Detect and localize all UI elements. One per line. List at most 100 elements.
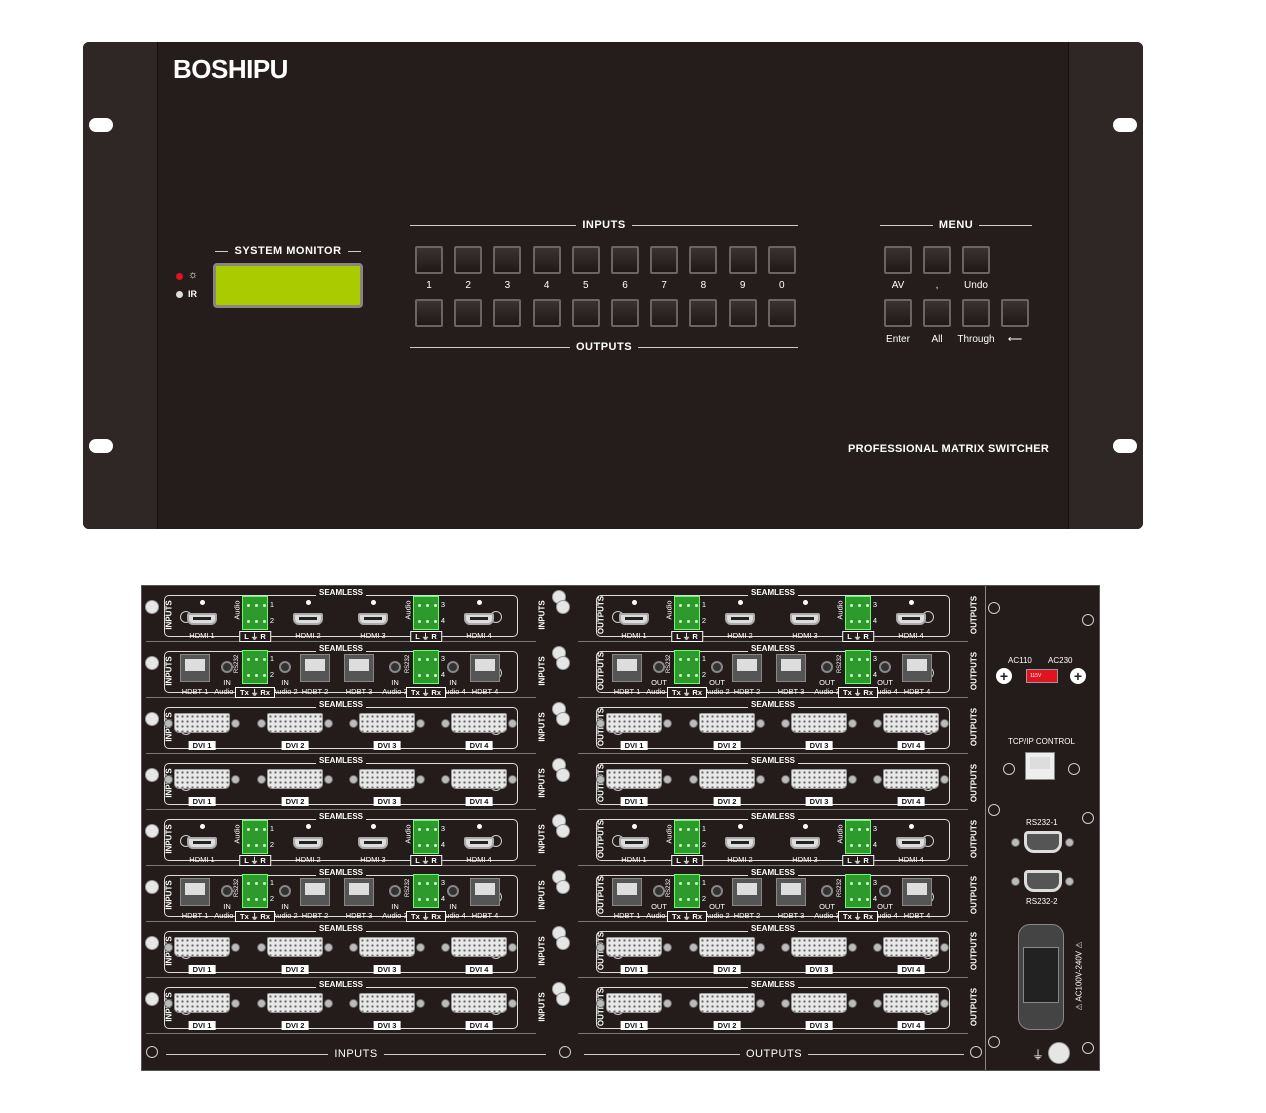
- dvi-port-2[interactable]: [699, 713, 755, 733]
- output-key-6[interactable]: [611, 299, 639, 327]
- dvi-port-1[interactable]: [174, 769, 230, 789]
- dvi-port-2[interactable]: [699, 937, 755, 957]
- audio-jack-1[interactable]: [653, 661, 665, 673]
- input-key-4[interactable]: [532, 246, 561, 274]
- audio-jack-1[interactable]: [653, 885, 665, 897]
- hdbt-port-3[interactable]: [776, 654, 806, 682]
- dvi-port-1[interactable]: [606, 937, 662, 957]
- audio-jack-4[interactable]: [879, 885, 891, 897]
- audio-jack-4[interactable]: [447, 661, 459, 673]
- hdmi-port-1[interactable]: [619, 613, 649, 625]
- input-key-6[interactable]: [611, 246, 639, 274]
- hdbt-port-3[interactable]: [344, 654, 374, 682]
- hdmi-port-4[interactable]: [464, 837, 494, 849]
- hdmi-port-1[interactable]: [187, 837, 217, 849]
- audio-terminal[interactable]: [845, 820, 871, 854]
- hdmi-port-2[interactable]: [293, 837, 323, 849]
- dvi-port-2[interactable]: [267, 993, 323, 1013]
- audio-jack-1[interactable]: [221, 885, 233, 897]
- output-key-4[interactable]: [532, 299, 561, 327]
- hdbt-port-2[interactable]: [300, 878, 330, 906]
- menu-key-av[interactable]: [884, 246, 912, 274]
- hdmi-port-2[interactable]: [725, 837, 755, 849]
- audio-jack-3[interactable]: [821, 885, 833, 897]
- hdmi-port-1[interactable]: [187, 613, 217, 625]
- hdbt-port-3[interactable]: [344, 878, 374, 906]
- dvi-port-4[interactable]: [451, 993, 507, 1013]
- hdbt-port-2[interactable]: [732, 878, 762, 906]
- dvi-port-3[interactable]: [359, 937, 415, 957]
- hdbt-port-1[interactable]: [180, 878, 210, 906]
- output-key-2[interactable]: [454, 299, 483, 327]
- dvi-port-1[interactable]: [174, 713, 230, 733]
- dvi-port-4[interactable]: [883, 713, 939, 733]
- dvi-port-3[interactable]: [791, 769, 847, 789]
- rs232-terminal[interactable]: [413, 650, 439, 684]
- dvi-port-1[interactable]: [606, 713, 662, 733]
- audio-terminal[interactable]: [413, 820, 439, 854]
- hdbt-port-4[interactable]: [902, 654, 932, 682]
- output-key-0[interactable]: [767, 299, 796, 327]
- audio-terminal[interactable]: [413, 596, 439, 630]
- dvi-port-1[interactable]: [174, 937, 230, 957]
- audio-jack-2[interactable]: [711, 885, 723, 897]
- audio-terminal[interactable]: [242, 596, 268, 630]
- audio-terminal[interactable]: [242, 820, 268, 854]
- hdmi-port-3[interactable]: [358, 613, 388, 625]
- dvi-port-3[interactable]: [359, 993, 415, 1013]
- hdbt-port-4[interactable]: [470, 654, 500, 682]
- ethernet-port[interactable]: [1025, 752, 1055, 780]
- dvi-port-2[interactable]: [699, 769, 755, 789]
- dvi-port-2[interactable]: [267, 713, 323, 733]
- hdmi-port-4[interactable]: [896, 837, 926, 849]
- hdmi-port-2[interactable]: [293, 613, 323, 625]
- audio-terminal[interactable]: [674, 596, 700, 630]
- hdmi-port-1[interactable]: [619, 837, 649, 849]
- audio-jack-3[interactable]: [389, 661, 401, 673]
- hdmi-port-4[interactable]: [896, 613, 926, 625]
- audio-terminal[interactable]: [845, 596, 871, 630]
- dvi-port-1[interactable]: [174, 993, 230, 1013]
- dvi-port-4[interactable]: [883, 993, 939, 1013]
- dvi-port-3[interactable]: [791, 993, 847, 1013]
- hdmi-port-3[interactable]: [358, 837, 388, 849]
- menu-key-comma[interactable]: [923, 246, 951, 274]
- output-key-9[interactable]: [728, 299, 757, 327]
- hdmi-port-3[interactable]: [790, 613, 820, 625]
- dvi-port-4[interactable]: [883, 769, 939, 789]
- rs232-terminal[interactable]: [242, 650, 268, 684]
- output-key-7[interactable]: [650, 299, 679, 327]
- output-key-5[interactable]: [571, 299, 600, 327]
- dvi-port-4[interactable]: [451, 937, 507, 957]
- rs232-terminal[interactable]: [242, 874, 268, 908]
- dvi-port-3[interactable]: [359, 769, 415, 789]
- dvi-port-4[interactable]: [451, 769, 507, 789]
- audio-jack-3[interactable]: [821, 661, 833, 673]
- dvi-port-3[interactable]: [359, 713, 415, 733]
- audio-jack-4[interactable]: [879, 661, 891, 673]
- audio-jack-2[interactable]: [279, 885, 291, 897]
- menu-key-all[interactable]: [923, 299, 951, 327]
- audio-jack-2[interactable]: [279, 661, 291, 673]
- dvi-port-4[interactable]: [451, 713, 507, 733]
- rs232-1-port[interactable]: [1024, 831, 1062, 853]
- menu-key-undo[interactable]: [962, 246, 990, 274]
- dvi-port-1[interactable]: [606, 769, 662, 789]
- audio-jack-2[interactable]: [711, 661, 723, 673]
- audio-jack-3[interactable]: [389, 885, 401, 897]
- rs232-2-port[interactable]: [1024, 870, 1062, 892]
- input-key-8[interactable]: [689, 246, 718, 274]
- dvi-port-2[interactable]: [267, 937, 323, 957]
- hdbt-port-1[interactable]: [180, 654, 210, 682]
- menu-key-through[interactable]: [962, 299, 990, 327]
- hdbt-port-1[interactable]: [612, 654, 642, 682]
- rs232-terminal[interactable]: [674, 650, 700, 684]
- dvi-port-2[interactable]: [267, 769, 323, 789]
- input-key-0[interactable]: [767, 246, 796, 274]
- hdbt-port-2[interactable]: [300, 654, 330, 682]
- output-key-3[interactable]: [493, 299, 522, 327]
- rs232-terminal[interactable]: [845, 650, 871, 684]
- input-key-2[interactable]: [454, 246, 483, 274]
- hdbt-port-1[interactable]: [612, 878, 642, 906]
- dvi-port-2[interactable]: [699, 993, 755, 1013]
